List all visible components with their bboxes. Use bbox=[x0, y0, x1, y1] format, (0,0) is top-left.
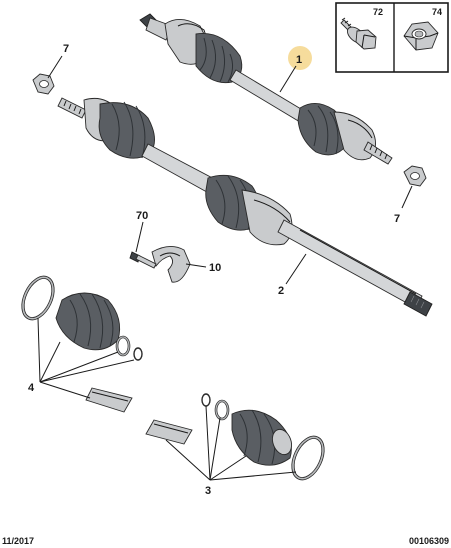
leader-lines bbox=[37, 55, 413, 481]
inner-boot-kit-3 bbox=[145, 393, 325, 481]
axle-nut-right bbox=[403, 165, 427, 187]
footer-reference: 00106309 bbox=[409, 536, 449, 546]
driveshaft-2 bbox=[57, 97, 433, 317]
fastener-inset: 72 74 bbox=[335, 2, 449, 73]
bracket-10 bbox=[151, 246, 191, 283]
flange-bolt-72 bbox=[340, 17, 377, 50]
callout-4: 4 bbox=[28, 382, 35, 394]
highlight-marker bbox=[288, 46, 312, 70]
axle-nut-left bbox=[32, 73, 55, 95]
bolt-70 bbox=[129, 251, 157, 269]
callout-10: 10 bbox=[209, 262, 221, 274]
outer-boot-kit-4 bbox=[21, 275, 143, 413]
callout-70: 70 bbox=[136, 210, 148, 222]
inset-label-72: 72 bbox=[373, 7, 383, 17]
inset-label-74: 74 bbox=[432, 7, 442, 17]
callout-7-right: 7 bbox=[394, 213, 400, 225]
callout-3: 3 bbox=[205, 485, 211, 497]
callout-7-top: 7 bbox=[63, 43, 69, 55]
nut-74 bbox=[403, 21, 439, 51]
driveshaft-1 bbox=[139, 13, 393, 165]
callout-1: 1 bbox=[296, 54, 302, 66]
footer-date: 11/2017 bbox=[2, 536, 34, 546]
callout-2: 2 bbox=[278, 285, 284, 297]
